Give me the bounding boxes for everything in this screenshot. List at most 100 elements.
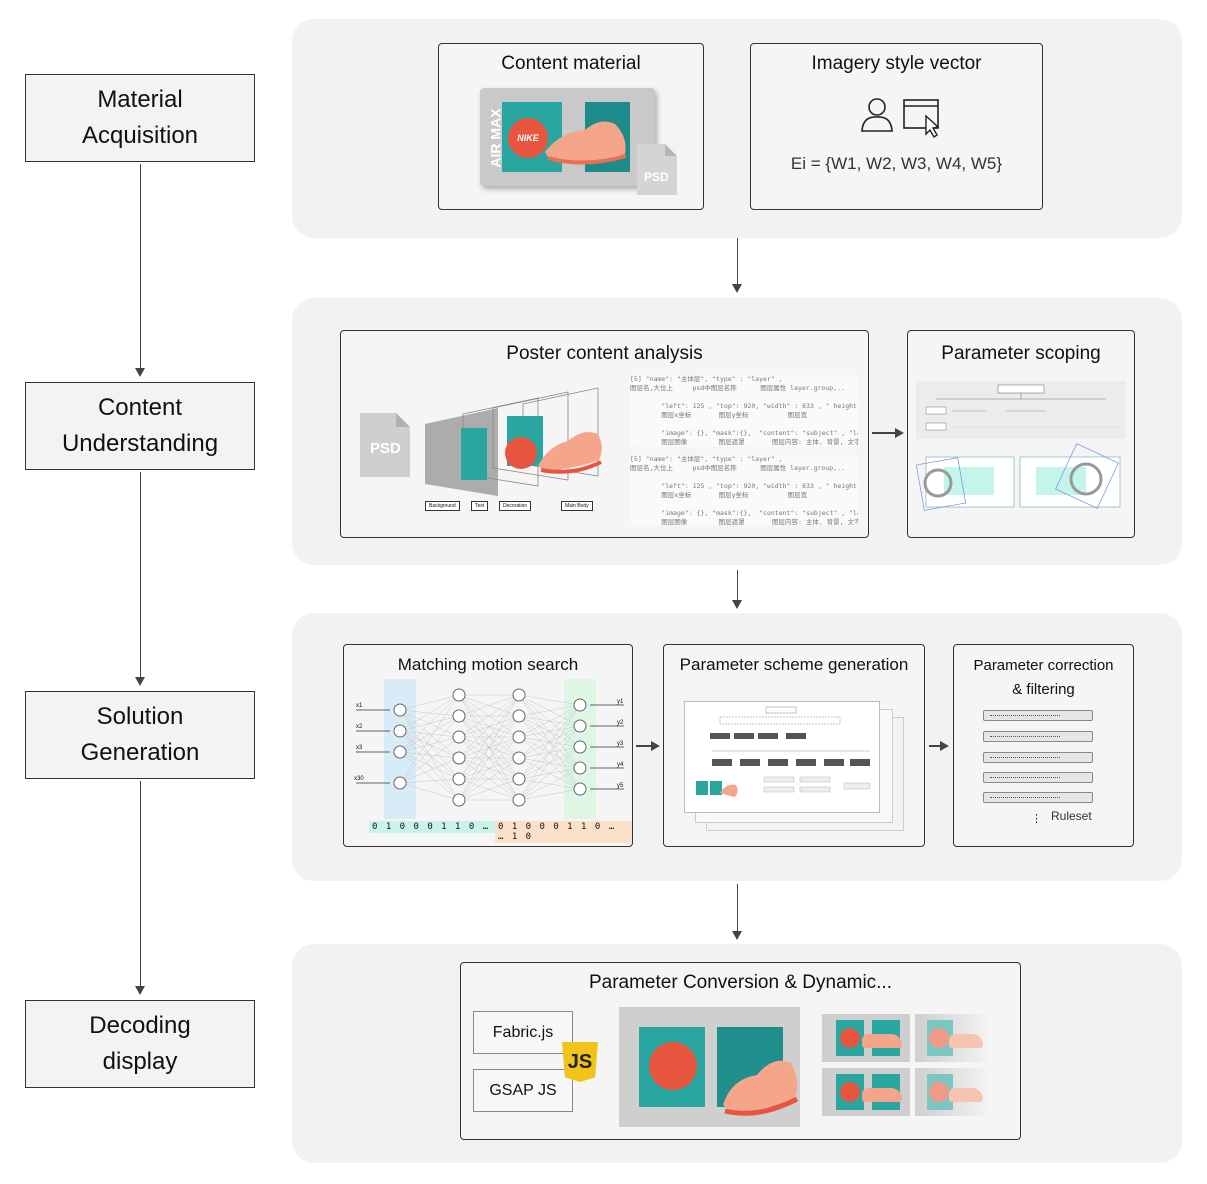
arrow-down-icon: [732, 600, 742, 609]
flow-connector: [140, 164, 141, 368]
panel-material: [292, 19, 1182, 238]
psd-label: PSD: [370, 440, 401, 457]
flow-connector: [140, 472, 141, 677]
nn-edge: [399, 694, 460, 711]
nn-node: [512, 709, 526, 723]
nn-edge: [399, 715, 460, 784]
nn-node: [452, 793, 466, 807]
animation-frame-thumbnail: [822, 1014, 910, 1062]
sneaker-icon: [723, 1060, 799, 1116]
card-parameter-correction: Parameter correction & filtering: [953, 644, 1134, 847]
input-label: x1: [356, 703, 363, 709]
film-strip-frame: [619, 1007, 800, 1127]
nn-edge: [518, 725, 581, 801]
flow-connector: [636, 745, 652, 747]
nn-node: [573, 761, 587, 775]
card-content-material: Content material NIKE AIR MAX PSD: [438, 43, 704, 210]
library-fabricjs: Fabric.js: [473, 1011, 573, 1054]
rule-item: [983, 772, 1093, 783]
animation-frame-thumbnail: [915, 1014, 987, 1062]
layer-tag-background: Background: [425, 501, 460, 511]
card-title: Parameter correction & filtering: [954, 654, 1133, 702]
card-title: Parameter scheme generation: [679, 655, 909, 674]
arrow-down-icon: [135, 677, 145, 686]
rule-item: [983, 752, 1093, 763]
nn-edge: [518, 704, 581, 717]
card-motion-search: Matching motion search x1 x2 x3 x30 y1 y…: [343, 644, 633, 847]
nn-node: [512, 772, 526, 786]
javascript-logo-icon: JS: [562, 1042, 598, 1082]
nn-edge: [399, 736, 460, 753]
arrow-down-icon: [135, 986, 145, 995]
style-vector-formula: Ei = {W1, W2, W3, W4, W5}: [790, 154, 1003, 173]
nn-node: [573, 740, 587, 754]
nn-node: [452, 772, 466, 786]
nn-edge: [458, 694, 520, 738]
rule-item: [983, 792, 1093, 803]
nn-node: [452, 688, 466, 702]
layer-tag-decoration: Decoration: [499, 501, 532, 511]
nn-node: [393, 703, 407, 717]
stage-label-line1: Decoding: [89, 1012, 191, 1039]
nn-edge: [518, 704, 581, 780]
card-style-vector: Imagery style vector Ei = {W1, W2, W3, W…: [750, 43, 1043, 210]
nn-edge: [518, 788, 581, 801]
psd-label: PSD: [644, 170, 669, 184]
flow-connector: [140, 781, 141, 986]
layer-stack-illustration: [425, 387, 602, 496]
nn-edge: [458, 694, 520, 717]
browser-cursor-icon: [903, 99, 940, 138]
nn-edge: [458, 694, 520, 801]
scheme-flowchart: [684, 701, 880, 813]
output-label: y2: [617, 720, 624, 726]
nn-edge: [458, 694, 520, 780]
card-poster-analysis: Poster content analysis PSD Background T…: [340, 330, 869, 538]
nn-node: [452, 709, 466, 723]
nn-edge: [458, 757, 520, 801]
card-parameter-scoping: Parameter scoping: [907, 330, 1135, 538]
stage-label-line2: Understanding: [61, 430, 219, 457]
flow-connector: [737, 884, 738, 931]
output-label: y1: [617, 699, 624, 705]
nike-logo-badge: [649, 1042, 697, 1090]
nn-edge: [399, 694, 460, 784]
nn-edge: [399, 778, 460, 784]
stage-label-line1: Content: [97, 394, 183, 421]
input-label: x30: [354, 776, 364, 782]
nn-edge: [458, 778, 520, 801]
input-bit-vector: 0 1 0 0 0 1 1 0 … … 1 0: [369, 821, 535, 833]
arrow-down-icon: [732, 284, 742, 293]
nn-edge: [518, 746, 581, 801]
card-scheme-generation: Parameter scheme generation: [663, 644, 925, 847]
output-bit-vector: 0 1 0 0 0 1 1 0 … … 1 0: [495, 821, 632, 843]
layer-json-block: [5] "name": "主体层", "type" : "layer" , 图层…: [630, 455, 858, 525]
poster-brand-text: AIR MAX: [487, 108, 504, 168]
stage-label-line2: Acquisition: [81, 122, 199, 149]
nn-edge: [399, 751, 460, 759]
nn-node: [393, 745, 407, 759]
nn-node: [573, 719, 587, 733]
nn-edge: [399, 715, 460, 753]
user-icon: [861, 98, 893, 132]
arrow-right-icon: [895, 428, 904, 438]
nn-edge: [458, 736, 520, 801]
nn-edge: [399, 694, 460, 753]
output-label: y4: [617, 762, 624, 768]
nn-edge: [458, 715, 520, 801]
arrow-down-icon: [135, 368, 145, 377]
nn-edge: [518, 704, 581, 759]
flow-connector: [737, 570, 738, 600]
rule-item: [983, 710, 1093, 721]
nn-edge: [399, 751, 460, 780]
card-title: Imagery style vector: [811, 53, 982, 74]
nn-edge: [399, 757, 460, 784]
flow-connector: [872, 432, 896, 434]
nn-edge: [518, 767, 581, 801]
layer-tag-text: Text: [471, 501, 489, 511]
output-label: y3: [617, 741, 624, 747]
nn-edge: [458, 694, 520, 759]
